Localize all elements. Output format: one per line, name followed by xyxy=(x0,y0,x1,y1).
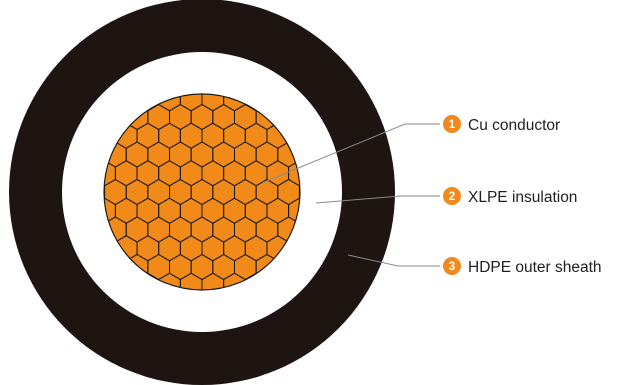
badge-3-number: 3 xyxy=(449,261,455,273)
badge-3 xyxy=(443,257,461,275)
leader-line-insulation xyxy=(315,195,440,204)
leader-line-sheath xyxy=(347,254,440,267)
badge-1-number: 1 xyxy=(449,119,456,131)
badge-1 xyxy=(443,115,461,133)
label-text-sheath: HDPE outer sheath xyxy=(468,259,602,276)
conductor-outline xyxy=(103,93,301,291)
conductor-core xyxy=(104,94,300,290)
label-conductor: 1 Cu conductor xyxy=(443,115,560,134)
label-text-insulation: XLPE insulation xyxy=(468,189,577,206)
leader-line-conductor xyxy=(261,123,440,184)
label-sheath: 3 HDPE outer sheath xyxy=(443,257,602,276)
label-text-conductor: Cu conductor xyxy=(468,117,560,134)
badge-2 xyxy=(443,187,461,205)
badge-2-number: 2 xyxy=(449,191,455,203)
label-insulation: 2 XLPE insulation xyxy=(443,187,577,206)
